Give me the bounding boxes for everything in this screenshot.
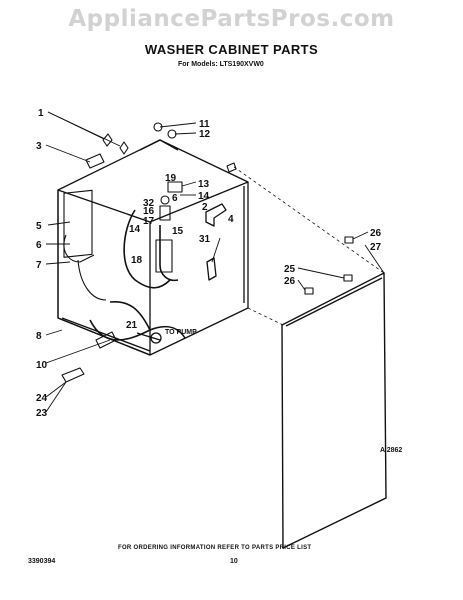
callout-31: 31 <box>199 234 211 245</box>
callout-26-bottom: 26 <box>284 276 296 287</box>
callout-23: 23 <box>36 408 48 419</box>
model-subtitle: For Models: LTS190XVW0 <box>178 61 264 68</box>
front-panel <box>281 272 387 549</box>
callout-4: 4 <box>228 214 234 225</box>
page-number: 10 <box>230 558 238 565</box>
leader-lines <box>45 111 385 413</box>
bottom-parts <box>61 331 117 383</box>
callout-21: 21 <box>126 320 138 331</box>
diagram-code: A 2862 <box>380 447 403 454</box>
callout-2: 2 <box>202 202 208 213</box>
callout-14-left: 14 <box>129 224 141 235</box>
callout-7: 7 <box>36 260 42 271</box>
callout-6: 6 <box>36 240 42 251</box>
guide-lines <box>233 166 385 326</box>
bracket-2 <box>205 203 227 227</box>
callout-1: 1 <box>38 108 44 119</box>
top-small-parts <box>85 122 237 273</box>
callout-18: 18 <box>131 255 143 266</box>
callout-12: 12 <box>199 129 211 140</box>
ordering-note: FOR ORDERING INFORMATION REFER TO PARTS … <box>118 545 312 551</box>
pads <box>304 236 354 295</box>
callout-10: 10 <box>36 360 48 371</box>
latch-31 <box>206 257 217 281</box>
callout-6-top: 6 <box>172 193 178 204</box>
callout-13: 13 <box>198 179 210 190</box>
watermark: AppliancePartsPros.com <box>68 6 395 32</box>
pump-hose <box>136 332 162 344</box>
callout-11: 11 <box>199 119 210 130</box>
callout-15: 15 <box>172 226 184 237</box>
callout-32: 32 <box>143 198 155 209</box>
callout-27: 27 <box>370 242 382 253</box>
callout-19: 19 <box>165 173 177 184</box>
callout-5: 5 <box>36 221 42 232</box>
callout-17: 17 <box>143 216 155 227</box>
callout-14-right: 14 <box>198 191 210 202</box>
callout-24: 24 <box>36 393 48 404</box>
callout-25: 25 <box>284 264 296 275</box>
document-number: 3390394 <box>28 558 56 565</box>
callout-8: 8 <box>36 331 42 342</box>
back-panel-parts <box>63 189 107 301</box>
to-pump-label: TO PUMP <box>165 329 197 336</box>
cabinet-body <box>57 139 249 356</box>
callout-labels: 1 3 5 6 7 8 10 24 23 11 12 19 13 14 6 2 … <box>36 108 382 419</box>
callout-3: 3 <box>36 141 42 152</box>
callout-26-top: 26 <box>370 228 382 239</box>
page-title: WASHER CABINET PARTS <box>144 42 319 57</box>
callout-16: 16 <box>143 206 155 217</box>
